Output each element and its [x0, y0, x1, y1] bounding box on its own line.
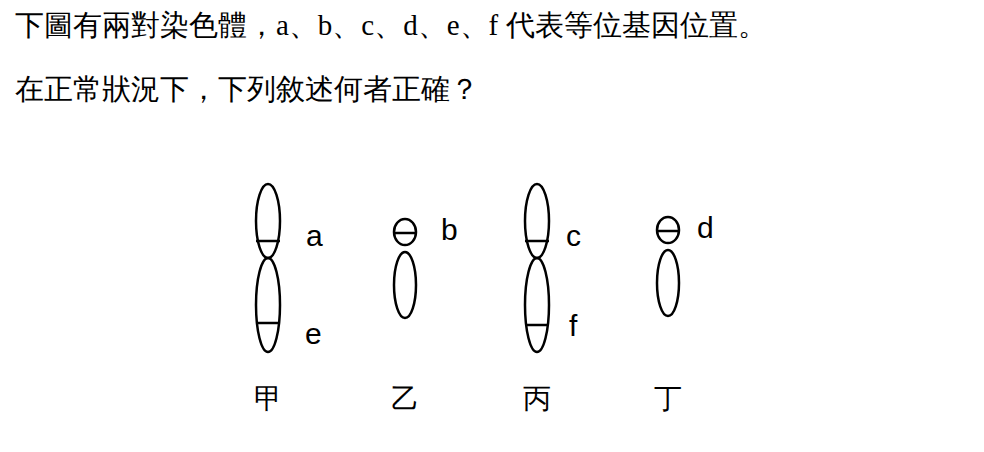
gene-band	[525, 240, 549, 243]
chromosome-arm	[256, 258, 280, 352]
chromosome-arm	[657, 217, 679, 243]
gene-label: a	[306, 218, 323, 254]
chromosome-arm	[657, 250, 679, 316]
chromosome-name: 丙	[523, 382, 551, 416]
gene-label: e	[305, 316, 322, 352]
gene-label: b	[441, 212, 458, 248]
gene-band	[256, 240, 280, 243]
gene-label: f	[569, 308, 577, 344]
gene-band	[257, 322, 279, 325]
gene-band	[526, 324, 548, 327]
chromosome-arm	[394, 252, 416, 318]
chromosome-arm	[525, 258, 549, 352]
chromosome-arm	[525, 184, 549, 258]
gene-label: c	[566, 218, 581, 254]
question-text: 下圖有兩對染色體，a、b、c、d、e、f 代表等位基因位置。	[15, 8, 767, 43]
chromosome-name: 丁	[654, 382, 682, 416]
gene-band	[394, 232, 416, 235]
chromosome-arm	[256, 184, 280, 258]
gene-band	[657, 230, 679, 233]
gene-label: d	[697, 210, 714, 246]
chromosome-name: 甲	[254, 382, 282, 416]
chromosome-arm	[394, 219, 416, 245]
question-text: 在正常狀況下，下列敘述何者正確？	[15, 72, 479, 107]
chromosome-name: 乙	[391, 382, 419, 416]
